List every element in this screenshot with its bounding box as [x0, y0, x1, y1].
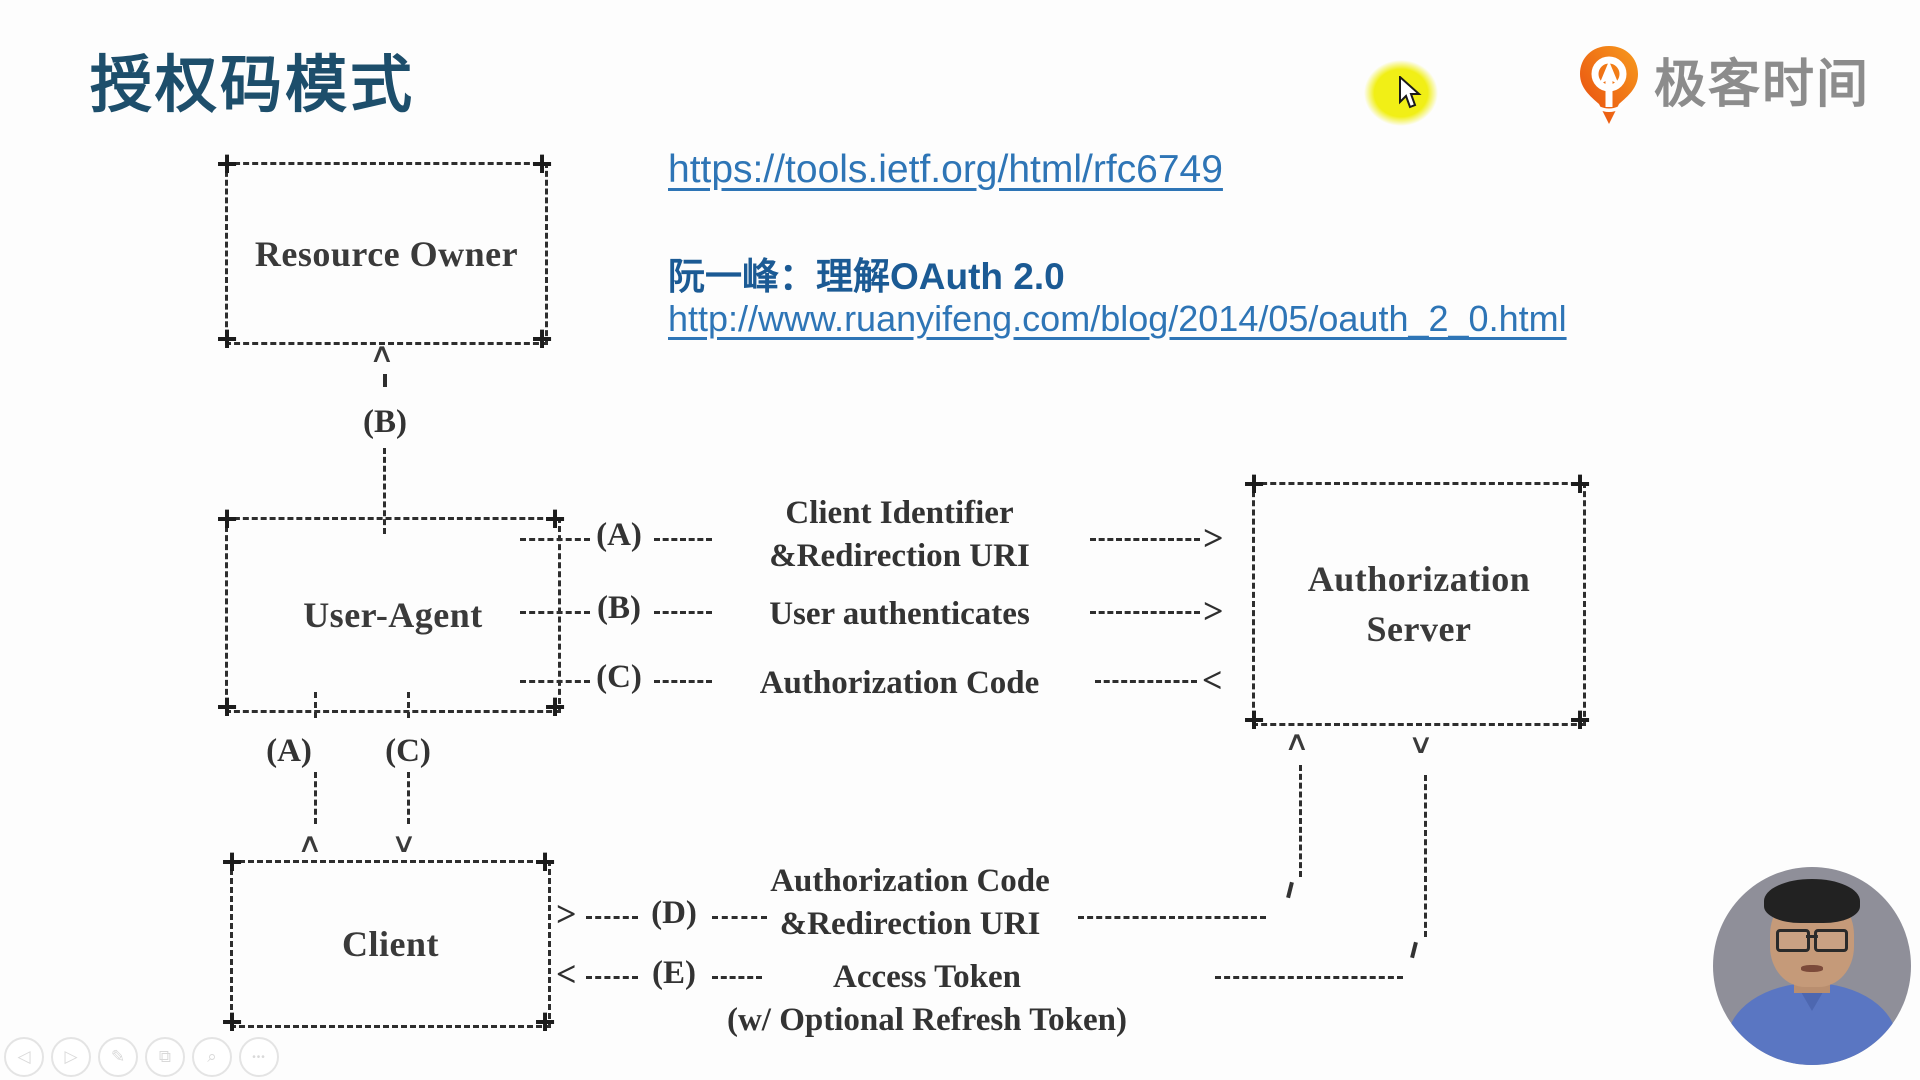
- flow-col-a-dash: [314, 692, 317, 718]
- flow-e-vertical-dash: [1424, 775, 1427, 937]
- previous-icon: ◁: [17, 1047, 31, 1066]
- arrow-up-chevron: ∧: [297, 828, 323, 859]
- authorization-server-label-2: Server: [1366, 609, 1472, 649]
- flow-d-label: (D): [651, 895, 697, 931]
- flow-e-dash: [712, 976, 762, 979]
- next-icon: ▷: [64, 1047, 78, 1066]
- corner-plus: +: [534, 1001, 556, 1042]
- corner-plus: +: [1569, 699, 1591, 740]
- flow-e-dash: [1215, 976, 1403, 979]
- arrow-left: <: [1202, 660, 1223, 700]
- brand-name: 极客时间: [1654, 56, 1871, 114]
- corner-plus: +: [216, 498, 238, 539]
- arrow-down-chevron: ∨: [391, 828, 417, 859]
- zoom-button[interactable]: ⌕: [192, 1037, 232, 1077]
- flow-a-dash: [1090, 538, 1200, 541]
- elbow-tick: [1286, 881, 1294, 899]
- flow-c-dash: [520, 680, 590, 683]
- presenter-webcam[interactable]: [1713, 867, 1911, 1065]
- resource-owner-box: Resource Owner: [225, 162, 548, 345]
- flow-e-text: Access Token (w/ Optional Refresh Token): [726, 959, 1128, 1038]
- flow-c-label: (C): [596, 659, 642, 695]
- magnifier-icon: ⌕: [207, 1047, 217, 1066]
- flow-d-dash: [712, 916, 767, 919]
- corner-plus: +: [221, 1001, 243, 1042]
- player-toolbar: ◁ ▷ ✎ ⧉ ⌕ •••: [4, 1037, 279, 1077]
- brand-logo: 极客时间: [1578, 45, 1878, 129]
- flow-e-label: (E): [652, 955, 696, 991]
- flow-d-dash: [1078, 916, 1266, 919]
- flow-c-dash: [1095, 680, 1197, 683]
- more-icon: •••: [252, 1051, 266, 1063]
- flow-a-text: Client Identifier &Redirection URI: [769, 495, 1030, 574]
- flow-b-dash: [520, 611, 590, 614]
- flow-d-dash: [586, 916, 638, 919]
- article-heading: 阮一峰：理解OAuth 2.0: [668, 256, 1065, 297]
- flow-b-dash: [654, 611, 712, 614]
- flow-a-dash: [654, 538, 712, 541]
- corner-plus: +: [1243, 463, 1265, 504]
- arrow-right: >: [1203, 518, 1224, 558]
- presenter-glasses: [1776, 929, 1848, 952]
- more-button[interactable]: •••: [239, 1037, 279, 1077]
- flow-b-dash: [1090, 611, 1200, 614]
- corner-plus: +: [534, 841, 556, 882]
- corner-plus: +: [544, 686, 566, 727]
- corner-plus: +: [1243, 699, 1265, 740]
- geektime-logo-icon: [1580, 46, 1638, 124]
- flow-a-dash: [520, 538, 590, 541]
- corner-plus: +: [544, 498, 566, 539]
- corner-plus: +: [221, 841, 243, 882]
- pages-button[interactable]: ⧉: [145, 1037, 185, 1077]
- elbow-tick: [1410, 941, 1418, 959]
- flow-a-label: (A): [596, 517, 642, 553]
- previous-slide-button[interactable]: ◁: [4, 1037, 44, 1077]
- flow-col-a-label: (A): [266, 733, 312, 769]
- corner-plus: +: [531, 318, 553, 359]
- arrow-down-chevron: ∨: [1408, 729, 1434, 760]
- flow-c-dash: [654, 680, 712, 683]
- connector-line: [383, 448, 386, 534]
- flow-e-dash: [586, 976, 638, 979]
- user-agent-box: User-Agent: [225, 517, 561, 713]
- user-agent-label: User-Agent: [303, 595, 483, 635]
- rfc-link[interactable]: https://tools.ietf.org/html/rfc6749: [668, 148, 1223, 191]
- authorization-server-label-1: Authorization: [1307, 559, 1531, 599]
- next-slide-button[interactable]: ▷: [51, 1037, 91, 1077]
- flow-col-c-dash: [407, 692, 410, 718]
- article-link[interactable]: http://www.ruanyifeng.com/blog/2014/05/o…: [668, 298, 1567, 339]
- connector-dash: [383, 374, 387, 387]
- page-title: 授权码模式: [90, 51, 416, 120]
- arrow-right: >: [1203, 591, 1224, 631]
- arrow-up-chevron: ∧: [1284, 726, 1310, 757]
- pages-icon: ⧉: [158, 1047, 172, 1066]
- arrow-up-chevron: ∧: [369, 338, 395, 369]
- presenter-hair: [1764, 879, 1860, 923]
- authorization-server-box: Authorization Server: [1252, 482, 1586, 726]
- flow-col-c-label: (C): [385, 733, 431, 769]
- pen-icon: ✎: [110, 1047, 126, 1066]
- pen-button[interactable]: ✎: [98, 1037, 138, 1077]
- corner-plus: +: [531, 143, 553, 184]
- presenter-mouth: [1801, 965, 1823, 972]
- mouse-cursor-icon: [1399, 76, 1422, 109]
- flow-c-text: Authorization Code: [759, 665, 1040, 701]
- corner-plus: +: [1569, 463, 1591, 504]
- flow-d-vertical-dash: [1299, 765, 1302, 877]
- arrow-right: >: [556, 894, 577, 934]
- flow-col-c-dash: [407, 772, 410, 824]
- arrow-left: <: [556, 954, 577, 994]
- flow-col-a-dash: [314, 772, 317, 824]
- flow-b-connector-label: (B): [363, 404, 407, 440]
- corner-plus: +: [216, 686, 238, 727]
- flow-b-label: (B): [597, 590, 641, 626]
- flow-d-text: Authorization Code &Redirection URI: [770, 863, 1050, 942]
- corner-plus: +: [216, 143, 238, 184]
- client-label: Client: [342, 924, 439, 964]
- client-box: Client: [230, 860, 551, 1028]
- corner-plus: +: [216, 318, 238, 359]
- resource-owner-label: Resource Owner: [254, 233, 519, 274]
- flow-b-text: User authenticates: [769, 596, 1030, 632]
